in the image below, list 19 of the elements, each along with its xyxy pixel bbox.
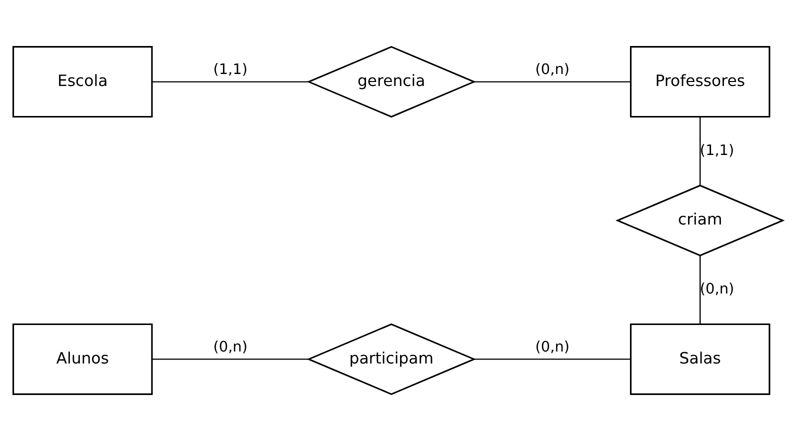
connector [700, 117, 701, 186]
node-box: Salas [630, 323, 770, 395]
connector [474, 81, 631, 82]
connector [474, 358, 631, 360]
connector [152, 81, 308, 82]
node-diamond: criam [616, 184, 785, 256]
edge-label: (0,n) [535, 339, 570, 356]
connector [700, 256, 701, 324]
node-box: Alunos [12, 323, 153, 395]
node-box: Escola [12, 46, 153, 118]
edge-label: (0,n) [213, 339, 248, 356]
node-diamond: gerencia [306, 46, 476, 118]
node-diamond: participam [306, 323, 476, 396]
edge-label: (0,n) [535, 62, 570, 78]
edge-label: (1,1) [213, 62, 248, 78]
edge-label: (1,1) [700, 142, 734, 159]
node-box: Professores [630, 46, 770, 118]
edge-label: (0,n) [700, 282, 734, 298]
connector [152, 358, 308, 360]
